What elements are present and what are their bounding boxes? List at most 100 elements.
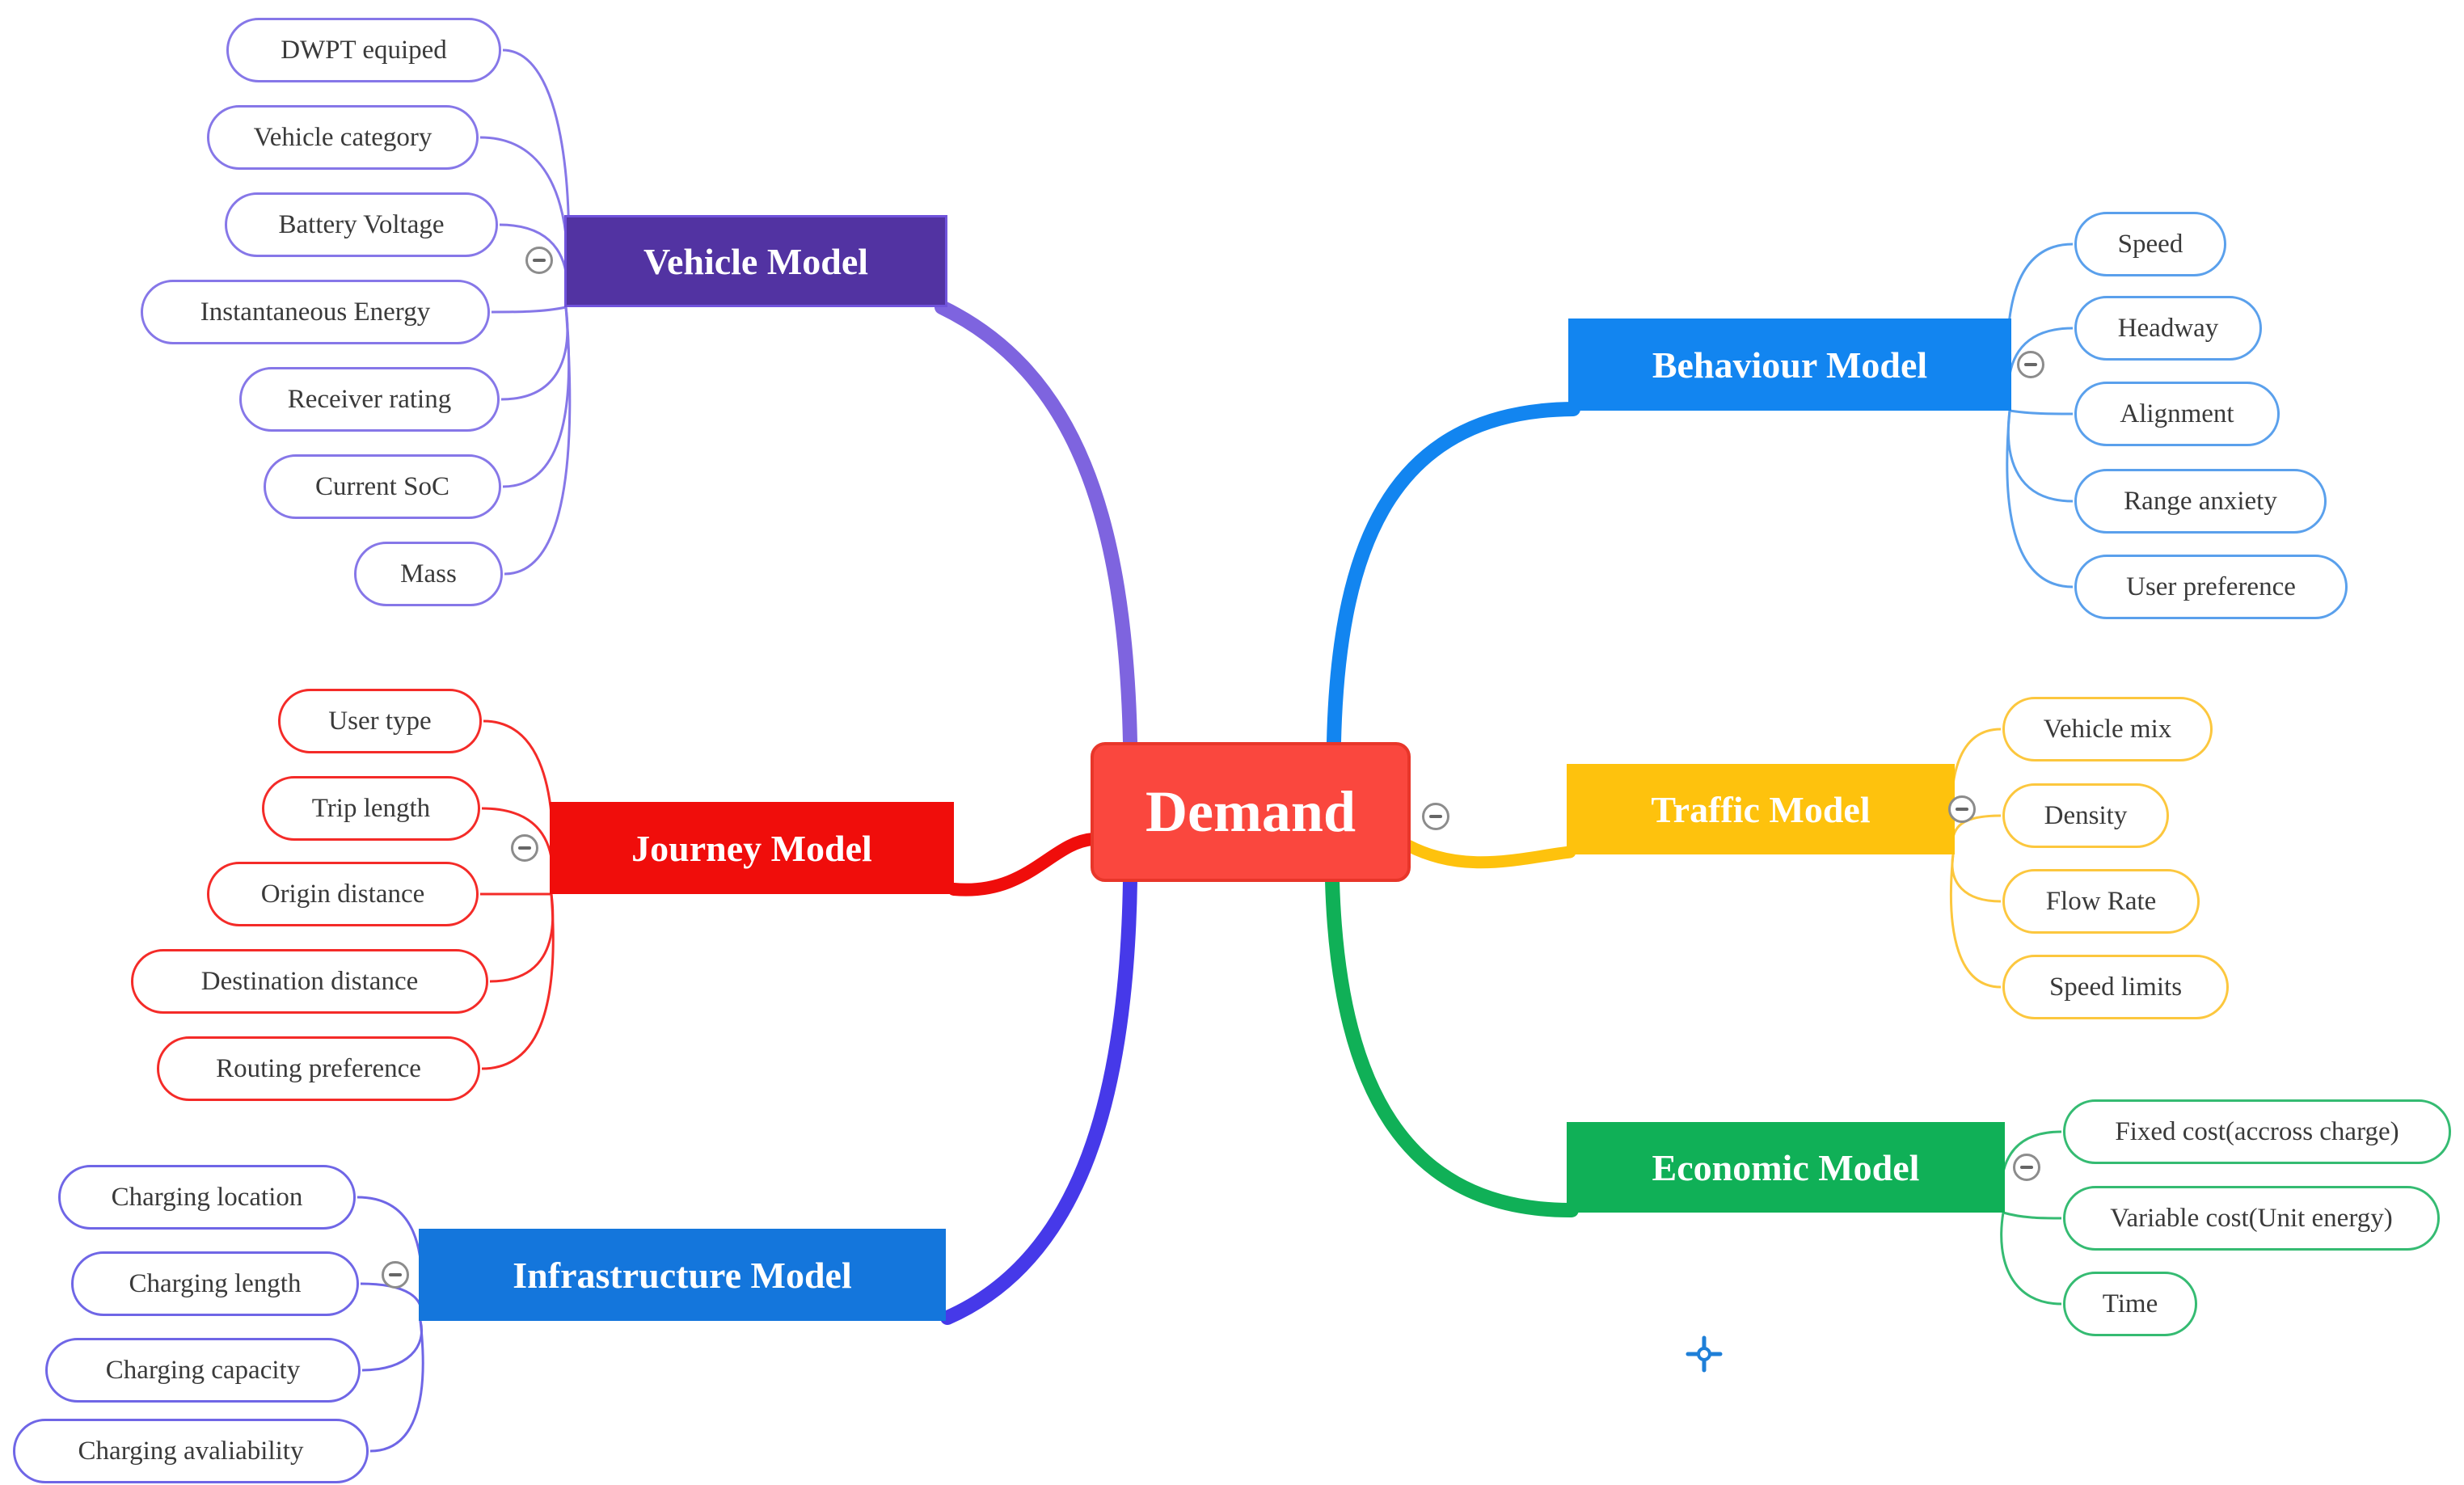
leaf-node-origin-distance[interactable]: Origin distance	[207, 862, 479, 926]
collapse-icon-behaviour-model[interactable]	[2017, 351, 2044, 378]
leaf-edge-alignment	[2009, 409, 2074, 416]
leaf-node-headway[interactable]: Headway	[2074, 296, 2262, 361]
leaf-node-trip-length[interactable]: Trip length	[262, 776, 480, 841]
leaf-label: Range anxiety	[2124, 486, 2277, 516]
branch-label: Traffic Model	[1651, 788, 1871, 830]
leaf-edge-flow-rate	[1951, 854, 2002, 903]
leaf-label: Battery Voltage	[278, 209, 445, 239]
edge-economic	[1325, 873, 1579, 1218]
leaf-edge-variable-cost	[2002, 1211, 2062, 1220]
collapse-icon-traffic-model[interactable]	[1948, 795, 1976, 823]
leaf-edge-speed-limits	[1949, 854, 2002, 989]
leaf-label: Alignment	[2120, 399, 2234, 428]
leaf-node-vehicle-mix[interactable]: Vehicle mix	[2002, 697, 2213, 761]
leaf-node-dwpt-equiped[interactable]: DWPT equiped	[226, 18, 501, 82]
leaf-label: Speed limits	[2048, 972, 2183, 1002]
branch-node-infrastructure-model[interactable]: Infrastructure Model	[419, 1229, 946, 1321]
leaf-node-density[interactable]: Density	[2002, 783, 2169, 848]
root-node-demand[interactable]: Demand	[1091, 742, 1411, 882]
leaf-node-instantaneous-energy[interactable]: Instantaneous Energy	[141, 280, 490, 344]
leaf-edge-speed	[2006, 243, 2074, 411]
leaf-node-charging-length[interactable]: Charging length	[71, 1251, 359, 1316]
leaf-edge-destination-distance	[489, 893, 555, 983]
leaf-label: Variable cost(Unit energy)	[2110, 1203, 2393, 1233]
leaf-edge-current-soc	[502, 306, 571, 488]
leaf-node-fixed-cost[interactable]: Fixed cost(accross charge)	[2063, 1099, 2451, 1164]
leaf-label: Charging location	[111, 1182, 303, 1212]
leaf-node-current-soc[interactable]: Current SoC	[264, 454, 501, 519]
leaf-node-time[interactable]: Time	[2063, 1272, 2197, 1336]
leaf-label: Charging avaliability	[78, 1436, 304, 1466]
leaf-node-vehicle-category[interactable]: Vehicle category	[207, 105, 479, 170]
leaf-label: Routing preference	[216, 1053, 421, 1083]
leaf-label: Trip length	[311, 793, 431, 823]
branch-label: Economic Model	[1652, 1146, 1920, 1188]
leaf-node-charging-location[interactable]: Charging location	[58, 1165, 356, 1230]
collapse-icon-economic-model[interactable]	[2013, 1154, 2040, 1181]
leaf-label: Time	[2102, 1289, 2158, 1318]
leaf-node-user-type[interactable]: User type	[278, 689, 482, 753]
collapse-icon-infrastructure-model[interactable]	[382, 1261, 409, 1289]
branch-label: Journey Model	[631, 827, 872, 869]
leaf-node-receiver-rating[interactable]: Receiver rating	[239, 367, 500, 432]
leaf-label: User type	[328, 706, 432, 736]
edge-vehicle	[935, 300, 1137, 749]
leaf-label: User preference	[2126, 572, 2296, 601]
leaf-label: Flow Rate	[2045, 886, 2157, 916]
leaf-edge-charging-location	[357, 1196, 424, 1322]
leaf-node-charging-capacity[interactable]: Charging capacity	[45, 1338, 361, 1403]
leaf-node-destination-distance[interactable]: Destination distance	[131, 949, 488, 1014]
collapse-icon-journey-model[interactable]	[511, 834, 538, 862]
leaf-node-variable-cost[interactable]: Variable cost(Unit energy)	[2063, 1186, 2440, 1251]
leaf-edge-time	[2000, 1212, 2062, 1306]
branch-node-journey-model[interactable]: Journey Model	[550, 802, 954, 894]
leaf-label: Receiver rating	[287, 384, 452, 414]
leaf-edge-charging-length	[360, 1282, 423, 1322]
leaf-label: Headway	[2117, 313, 2219, 343]
leaf-label: Vehicle mix	[2043, 714, 2172, 744]
leaf-edge-routing-preference	[481, 893, 555, 1070]
leaf-label: Speed	[2117, 229, 2183, 259]
leaf-node-routing-preference[interactable]: Routing preference	[157, 1036, 480, 1101]
leaf-edge-user-preference	[2006, 410, 2074, 589]
branch-label: Behaviour Model	[1652, 344, 1928, 386]
leaf-edge-user-type	[483, 719, 555, 895]
branch-node-traffic-model[interactable]: Traffic Model	[1567, 764, 1955, 854]
root-node-label: Demand	[1145, 779, 1356, 844]
leaf-node-battery-voltage[interactable]: Battery Voltage	[225, 192, 498, 257]
collapse-icon-demand[interactable]	[1422, 803, 1449, 830]
collapse-icon-vehicle-model[interactable]	[525, 247, 553, 274]
leaf-label: Vehicle category	[253, 122, 432, 152]
leaf-label: Destination distance	[200, 966, 419, 996]
leaf-node-mass[interactable]: Mass	[354, 542, 503, 606]
leaf-label: DWPT equiped	[281, 35, 447, 65]
leaf-label: Charging capacity	[105, 1355, 301, 1385]
branch-node-behaviour-model[interactable]: Behaviour Model	[1568, 319, 2011, 411]
leaf-node-speed-limits[interactable]: Speed limits	[2002, 955, 2229, 1019]
leaf-edge-vehicle-mix	[1949, 728, 2002, 855]
edge-behaviour	[1327, 402, 1580, 749]
leaf-label: Instantaneous Energy	[200, 297, 431, 327]
leaf-label: Density	[2044, 800, 2128, 830]
branch-node-vehicle-model[interactable]: Vehicle Model	[564, 215, 947, 307]
leaf-node-flow-rate[interactable]: Flow Rate	[2002, 869, 2200, 934]
leaf-node-user-preference[interactable]: User preference	[2074, 555, 2348, 619]
branch-node-economic-model[interactable]: Economic Model	[1567, 1122, 2005, 1213]
leaf-label: Charging length	[129, 1268, 302, 1298]
leaf-edge-instantaneous-energy	[491, 306, 567, 314]
leaf-node-range-anxiety[interactable]: Range anxiety	[2074, 469, 2327, 534]
leaf-node-charging-avaliability[interactable]: Charging avaliability	[13, 1419, 369, 1483]
branch-label: Vehicle Model	[643, 240, 869, 282]
crosshair-pointer-icon	[1686, 1335, 1723, 1373]
leaf-node-speed[interactable]: Speed	[2074, 212, 2226, 276]
leaf-label: Origin distance	[260, 879, 425, 909]
leaf-label: Current SoC	[315, 471, 449, 501]
branch-label: Infrastructure Model	[513, 1254, 852, 1296]
leaf-label: Fixed cost(accross charge)	[2115, 1116, 2399, 1146]
leaf-edge-mass	[504, 306, 572, 576]
edge-traffic	[1402, 839, 1576, 869]
leaf-node-alignment[interactable]: Alignment	[2074, 382, 2280, 446]
edge-infrastructure	[940, 873, 1137, 1325]
